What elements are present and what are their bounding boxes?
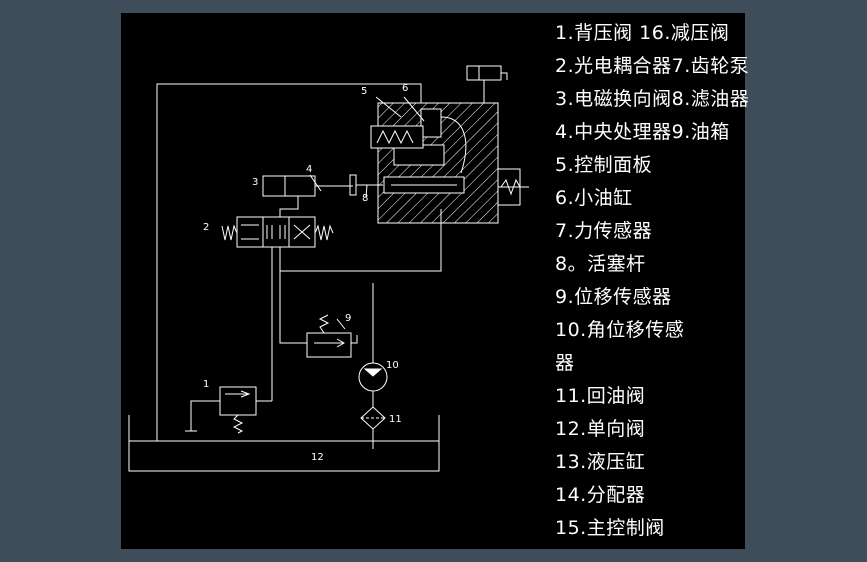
label-12: 12 (311, 452, 324, 463)
return-line (156, 83, 422, 441)
leader-lines (336, 96, 425, 330)
legend-item: 13.液压缸 (555, 451, 646, 473)
main-cylinder-body (370, 102, 529, 224)
label-3: 3 (252, 177, 258, 188)
hydraulic-schematic: 1 2 3 4 5 6 8 9 10 11 12 (128, 65, 529, 472)
drawing-canvas: 1 2 3 4 5 6 8 9 10 11 12 1.背压阀 16.减压阀 2.… (121, 13, 750, 549)
legend-item: 14.分配器 (555, 484, 646, 506)
legend-item: 15.主控制阀 (555, 517, 665, 539)
sensor-rod (309, 174, 383, 196)
legend-item: 5.控制面板 (555, 154, 653, 176)
label-11: 11 (389, 414, 402, 425)
label-9: 9 (345, 313, 351, 324)
component-legend: 1.背压阀 16.减压阀 2.光电耦合器7.齿轮泵 3.电磁换向阀8.滤油器 4… (555, 17, 750, 545)
directional-valve (221, 216, 334, 248)
label-10: 10 (386, 360, 399, 371)
legend-item: 10.角位移传感 (555, 319, 685, 341)
legend-item: 3.电磁换向阀8.滤油器 (555, 88, 750, 110)
legend-item: 1.背压阀 16.减压阀 (555, 22, 730, 44)
gear-pump (358, 283, 388, 407)
label-8: 8 (362, 193, 368, 204)
top-actuator (466, 65, 508, 103)
legend-item: 4.中央处理器9.油箱 (555, 121, 730, 143)
label-4: 4 (306, 164, 312, 175)
component-number-labels: 1 2 3 4 5 6 8 9 10 11 12 (203, 83, 408, 463)
legend-item: 器 (555, 352, 575, 374)
legend-item: 6.小油缸 (555, 187, 633, 209)
legend-item: 2.光电耦合器7.齿轮泵 (555, 55, 750, 77)
label-2: 2 (203, 222, 209, 233)
back-pressure-valve (185, 386, 272, 434)
label-5: 5 (361, 86, 367, 97)
pressure-lines (271, 196, 442, 401)
oil-filter (360, 406, 386, 449)
label-1: 1 (203, 379, 209, 390)
label-6: 6 (402, 83, 408, 94)
legend-item: 12.单向阀 (555, 418, 646, 440)
legend-item: 9.位移传感器 (555, 286, 672, 308)
small-cylinder (262, 175, 353, 197)
legend-item: 8。活塞杆 (555, 253, 646, 275)
displacement-sensor (306, 314, 358, 358)
legend-item: 7.力传感器 (555, 220, 653, 242)
oil-tank (128, 415, 440, 472)
legend-item: 11.回油阀 (555, 385, 646, 407)
